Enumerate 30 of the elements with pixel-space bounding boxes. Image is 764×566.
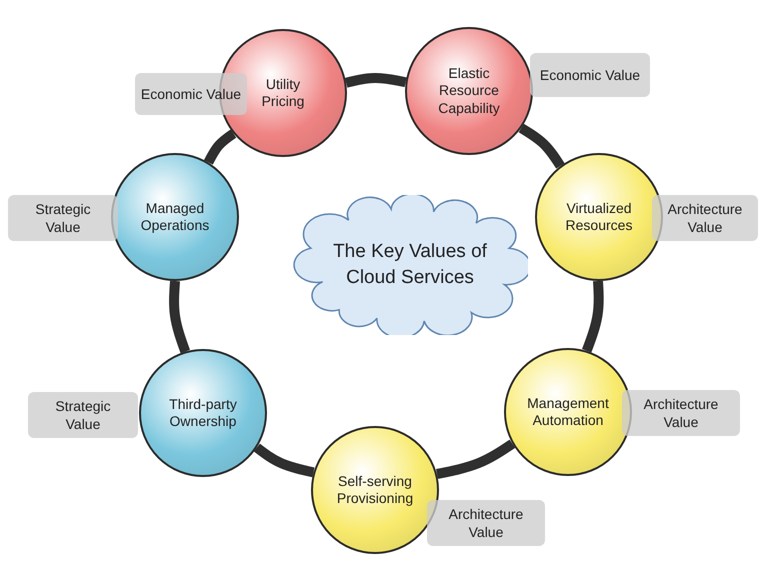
value-tag — [652, 195, 758, 241]
value-label: Utility Pricing — [260, 76, 306, 110]
connector-line — [254, 444, 315, 478]
diagram-title-text: The Key Values of Cloud Services — [332, 240, 488, 290]
value-category-label: Strategic Value — [34, 200, 92, 236]
connector-line — [436, 440, 516, 479]
value-category-label: Architecture Value — [666, 200, 744, 236]
value-tag — [622, 390, 740, 436]
connector-line — [169, 280, 190, 354]
value-tag — [135, 73, 247, 115]
connector-line — [582, 280, 604, 353]
value-label: Third-party Ownership — [168, 396, 238, 430]
value-category-label: Strategic Value — [54, 396, 112, 434]
value-label: Elastic Resource Capability — [437, 64, 501, 118]
connector-line — [344, 73, 407, 88]
value-label: Managed Operations — [140, 200, 210, 234]
value-category-label: Architecture Value — [448, 504, 524, 542]
value-label: Virtualized Resources — [564, 200, 634, 234]
value-tag — [530, 53, 650, 97]
value-tag — [28, 392, 138, 438]
value-tag — [8, 195, 118, 241]
value-category-label: Economic Value — [140, 84, 242, 104]
connector-line — [204, 129, 236, 165]
value-category-label: Economic Value — [540, 66, 640, 84]
value-label: Self-serving Provisioning — [336, 472, 414, 508]
value-tag — [427, 500, 545, 546]
value-category-label: Architecture Value — [642, 394, 720, 432]
connector-line — [518, 124, 565, 169]
cloud-shape — [292, 195, 528, 335]
value-label: Management Automation — [527, 394, 609, 430]
